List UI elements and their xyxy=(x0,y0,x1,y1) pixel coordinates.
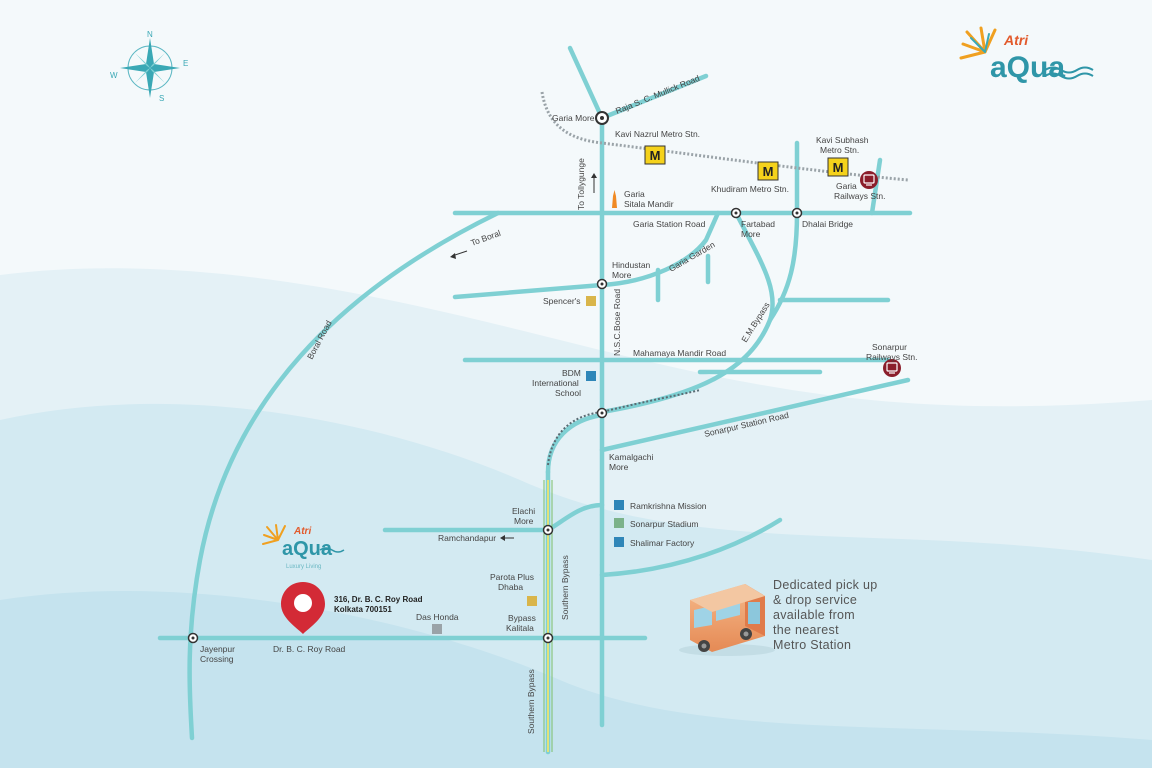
label-elachi-1: Elachi xyxy=(512,506,535,516)
label-to-tollygunge: To Tollygunge xyxy=(576,158,586,210)
label-kavi-nazrul: Kavi Nazrul Metro Stn. xyxy=(615,129,700,139)
location-pin-icon xyxy=(281,582,325,634)
temple-icon xyxy=(612,190,617,208)
label-parota-1: Parota Plus xyxy=(490,572,534,582)
junction-hindustan xyxy=(596,278,608,290)
sun-burst-icon xyxy=(959,26,997,60)
label-bdm-2: International xyxy=(532,378,579,388)
stadium-marker xyxy=(614,518,624,528)
label-fartabad-1: Fartabad xyxy=(741,219,775,229)
label-fartabad-2: More xyxy=(741,229,761,239)
junction-nodes xyxy=(187,111,803,644)
label-kamalgachi-1: Kamalgachi xyxy=(609,452,654,462)
label-sonarpur-stadium: Sonarpur Stadium xyxy=(630,519,699,529)
label-ramchandapur: Ramchandapur xyxy=(438,533,496,543)
railway-station-icon xyxy=(883,359,901,377)
landmark-markers xyxy=(432,296,624,634)
label-kavi-subhash-2: Metro Stn. xyxy=(820,145,859,155)
promo-line-1: Dedicated pick up xyxy=(773,578,877,592)
bdm-school-marker xyxy=(586,371,596,381)
label-bypass-kalitala-2: Kalitala xyxy=(506,623,534,633)
arrow-up-icon xyxy=(591,173,597,193)
label-kavi-subhash-1: Kavi Subhash xyxy=(816,135,869,145)
arrow-left-icon xyxy=(450,250,468,259)
label-shalimar-factory: Shalimar Factory xyxy=(630,538,695,548)
das-honda-marker xyxy=(432,624,442,634)
label-parota-2: Dhaba xyxy=(498,582,523,592)
railway-station-icon xyxy=(860,171,878,189)
label-spencers: Spencer's xyxy=(543,296,581,306)
label-bdm-1: BDM xyxy=(562,368,581,378)
address-line-2: Kolkata 700151 xyxy=(334,605,392,614)
compass-w: W xyxy=(110,71,118,80)
shalimar-marker xyxy=(614,537,624,547)
junction-kamalgachi xyxy=(596,407,608,419)
sun-burst-icon xyxy=(262,524,286,545)
junction-elachi xyxy=(542,524,554,536)
label-southern-bypass-2: Southern Bypass xyxy=(526,669,536,734)
label-dr-bc-roy-road: Dr. B. C. Roy Road xyxy=(273,644,346,654)
pickup-promo: Dedicated pick up & drop service availab… xyxy=(773,578,877,652)
label-kamalgachi-2: More xyxy=(609,462,629,472)
brand-script: Atri xyxy=(1003,32,1029,48)
compass-n: N xyxy=(147,30,153,39)
label-ramkrishna-mission: Ramkrishna Mission xyxy=(630,501,707,511)
compass-rose-icon: N E S W xyxy=(110,30,188,103)
spencers-marker xyxy=(586,296,596,306)
label-sonarpur-rly-2: Railways Stn. xyxy=(866,352,918,362)
label-jayenpur-2: Crossing xyxy=(200,654,234,664)
compass-e: E xyxy=(183,59,188,68)
junction-jayenpur xyxy=(187,632,199,644)
promo-line-4: the nearest xyxy=(773,623,839,637)
label-jayenpur-1: Jayenpur xyxy=(200,644,235,654)
brand-script-small: Atri xyxy=(293,526,311,537)
promo-line-5: Metro Station xyxy=(773,638,851,652)
place-labels: Garia More Kavi Nazrul Metro Stn. Kavi S… xyxy=(200,113,918,664)
label-sonarpur-rly-1: Sonarpur xyxy=(872,342,907,352)
svg-text:M: M xyxy=(833,160,844,175)
label-garia-more: Garia More xyxy=(552,113,595,123)
label-nsc-bose-road: N.S.C.Bose Road xyxy=(612,289,622,356)
brand-logo-site: Atri aQua Luxury Living xyxy=(262,524,345,570)
road-network xyxy=(157,45,913,755)
label-sitala-1: Garia xyxy=(624,189,645,199)
promo-line-2: & drop service xyxy=(773,593,857,607)
label-bdm-3: School xyxy=(555,388,581,398)
label-southern-bypass-1: Southern Bypass xyxy=(560,555,570,620)
metro-icon: M xyxy=(757,161,779,181)
address-line-1: 316, Dr. B. C. Roy Road xyxy=(334,595,423,604)
brand-tagline: Luxury Living xyxy=(286,564,321,570)
label-bypass-kalitala-1: Bypass xyxy=(508,613,536,623)
ramkrishna-marker xyxy=(614,500,624,510)
svg-text:M: M xyxy=(650,148,661,163)
junction-kalitala xyxy=(542,632,554,644)
brand-name-small: aQua xyxy=(282,538,333,560)
brand-logo-top: Atri aQua xyxy=(959,26,1094,84)
label-sitala-2: Sitala Mandir xyxy=(624,199,674,209)
label-garia-station-road: Garia Station Road xyxy=(633,219,706,229)
metro-icon: M xyxy=(644,145,666,165)
junction-garia-more xyxy=(595,111,609,125)
compass-s: S xyxy=(159,94,164,103)
promo-line-3: available from xyxy=(773,608,855,622)
label-hindustan-1: Hindustan xyxy=(612,260,651,270)
bus-icon xyxy=(679,584,775,656)
label-elachi-2: More xyxy=(514,516,534,526)
label-dhalai-bridge: Dhalai Bridge xyxy=(802,219,853,229)
label-garia-rly-2: Railways Stn. xyxy=(834,191,886,201)
label-mahamaya-mandir-road: Mahamaya Mandir Road xyxy=(633,348,726,358)
junction-dhalai xyxy=(791,207,803,219)
parota-marker xyxy=(527,596,537,606)
label-garia-rly-1: Garia xyxy=(836,181,857,191)
metro-icon: M xyxy=(827,157,849,177)
direction-arrows xyxy=(450,173,597,541)
label-khudiram: Khudiram Metro Stn. xyxy=(711,184,789,194)
svg-text:M: M xyxy=(763,164,774,179)
label-das-honda: Das Honda xyxy=(416,612,459,622)
label-hindustan-2: More xyxy=(612,270,632,280)
junction-fartabad xyxy=(730,207,742,219)
arrow-left-icon xyxy=(500,535,514,541)
